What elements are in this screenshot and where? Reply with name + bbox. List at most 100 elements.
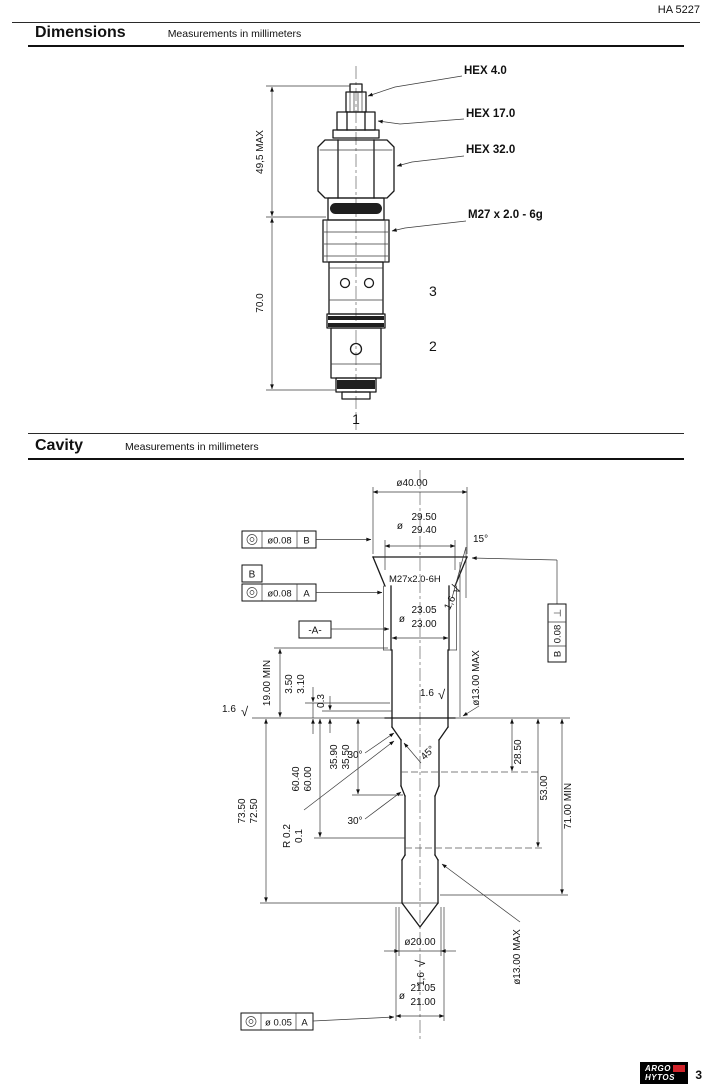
dim-dia23: 23.05 23.00 ø (391, 605, 449, 640)
tolerance-frame-2: ø0.08 A (241, 583, 383, 602)
port-3-label: 3 (429, 283, 437, 299)
cavity-title-rule (28, 458, 684, 460)
d03-text: 0.3 (316, 694, 327, 708)
d2950-text: 29.50 (411, 512, 436, 523)
cavity-subtitle: Measurements in millimeters (125, 441, 259, 453)
d2305-text: 23.05 (411, 605, 436, 616)
page-number: 3 (695, 1068, 702, 1082)
d7250-text: 72.50 (249, 798, 260, 823)
valve-dim-49-5: 49,5 MAX (255, 85, 350, 218)
dia-sign-29: ø (397, 521, 403, 532)
angle30-up-text: 30° (347, 750, 362, 761)
t1-datum: B (303, 536, 309, 547)
valve-nose (335, 377, 377, 400)
section-divider-rule (28, 433, 684, 434)
dia40-text: ø40.00 (396, 478, 428, 489)
dia-sign-21: ø (399, 991, 405, 1002)
dim-19min: 19.00 MIN (262, 647, 388, 718)
dim-dia29: 29.50 29.40 ø (384, 512, 456, 570)
dimensions-title-rule (28, 45, 684, 47)
dim-height-max: 49,5 MAX (255, 130, 266, 174)
dim-dia13-bottom: ø13.00 MAX (441, 863, 523, 985)
valve-drawing: 49,5 MAX 70.0 HEX 4.0 HEX 17.0 HEX 32.0 … (255, 65, 543, 430)
d6040-text: 60.40 (291, 766, 302, 791)
surface-finish-icon: √ (413, 959, 428, 967)
angle-15: 15° (451, 534, 488, 599)
dia13-bottom-text: ø13.00 MAX (512, 929, 523, 985)
radius-text: R 0.2 (282, 824, 293, 848)
angle-45: 45° (403, 742, 437, 764)
dim-6040: 60.40 60.00 (291, 718, 405, 839)
angle30-low-text: 30° (347, 816, 362, 827)
header-rule (12, 22, 700, 23)
dimensions-title: Dimensions (35, 24, 126, 41)
cavity-title: Cavity (35, 437, 84, 454)
d7350-text: 73.50 (237, 798, 248, 823)
t4-value: ø 0.05 (265, 1018, 292, 1029)
port-2-label: 2 (429, 338, 437, 354)
concentricity-icon (245, 1016, 257, 1027)
surface-finish-icon: √ (438, 687, 446, 702)
brand-red-accent (673, 1065, 685, 1072)
radius2-text: 0.1 (294, 829, 305, 843)
concentricity-icon (246, 587, 258, 598)
sf-thread-value: 1,6 (442, 594, 458, 612)
dim-dia13-top: ø13.00 MAX (462, 650, 482, 717)
d310-text: 3.10 (296, 674, 307, 694)
min19-text: 19.00 MIN (262, 660, 273, 706)
valve-dim-70: 70.0 (255, 217, 336, 391)
label-hex-32: HEX 32.0 (466, 144, 515, 156)
angle-30-upper: 30° (347, 732, 395, 761)
surface-finish-thread: 1,6 √ (442, 582, 464, 612)
surface-finish-bore: 1.6 √ (420, 687, 446, 702)
t2-datum: A (303, 589, 310, 600)
d3550-text: 35.50 (341, 744, 352, 769)
brand-line2: HYTOS (645, 1073, 675, 1082)
valve-callouts: HEX 4.0 HEX 17.0 HEX 32.0 M27 x 2.0 - 6g (367, 65, 543, 232)
brand-line1: ARGO (645, 1064, 671, 1073)
valve-hex-body (317, 139, 395, 199)
concentricity-icon (246, 534, 258, 545)
label-thread: M27 x 2.0 - 6g (468, 209, 543, 221)
dim-3590: 35.90 35.50 (329, 718, 403, 796)
angle45-text: 45° (419, 744, 437, 762)
dim-2850: 28.50 (510, 718, 524, 772)
dim-body-length: 70.0 (255, 293, 266, 313)
datum-b-text: B (249, 570, 256, 581)
t3-value: 0.08 (553, 625, 564, 644)
d2850-text: 28.50 (513, 739, 524, 764)
surface-finish-bottom: 1,6 √ (413, 959, 428, 986)
d2940-text: 29.40 (411, 525, 436, 536)
tolerance-frame-4: ø 0.05 A (240, 1012, 395, 1031)
dim-03: 0.3 (316, 694, 392, 733)
datum-b-box: B (241, 564, 263, 583)
dim-71min: 71.00 MIN (440, 718, 574, 896)
dim-7350: 73.50 72.50 (237, 718, 402, 904)
angle-30-lower: 30° (347, 791, 402, 827)
dim-dia40: ø40.00 (372, 478, 468, 554)
perpendicularity-icon: ⊥ (553, 609, 564, 617)
d5300-text: 53.00 (539, 775, 550, 800)
min71-text: 71.00 MIN (563, 783, 574, 829)
cavity-drawing: ø40.00 29.50 29.40 ø 15° M27x2.0-6H (222, 470, 574, 1042)
cavity-profile (372, 556, 468, 928)
doc-number: HA 5227 (657, 4, 700, 16)
surface-finish-icon: √ (241, 704, 249, 719)
tolerance-frame-3: ⊥ 0.08 B (471, 556, 567, 663)
sf-bottom-value: 1,6 (416, 972, 427, 986)
d3590-text: 35.90 (329, 744, 340, 769)
dim-5300: 53.00 (536, 718, 550, 848)
label-hex-4: HEX 4.0 (464, 65, 507, 77)
angle15-text: 15° (473, 534, 488, 545)
d2300-text: 23.00 (411, 619, 436, 630)
dimensions-subtitle: Measurements in millimeters (167, 28, 302, 40)
tolerance-frame-1: ø0.08 B (241, 530, 372, 549)
d350-text: 3.50 (284, 674, 295, 694)
t2-value: ø0.08 (267, 589, 291, 600)
dimensions-section-header: Dimensions Measurements in millimeters (35, 25, 301, 41)
d2100-text: 21.00 (410, 997, 435, 1008)
dia-sign-23: ø (399, 614, 405, 625)
cavity-thread-label: M27x2.0-6H (389, 574, 441, 585)
